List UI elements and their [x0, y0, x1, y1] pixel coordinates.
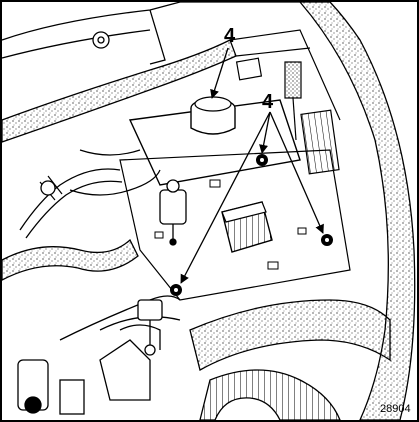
lower-hoses [59, 295, 391, 421]
callout-4-reservoir: 4 [224, 25, 236, 47]
fixing-nut-upper [256, 154, 268, 166]
callout-4-nuts: 4 [262, 91, 274, 113]
ribbed-side-panel [300, 109, 340, 175]
right-stippled-wing-seal [298, 1, 416, 421]
relay-box [221, 201, 273, 253]
connector-block [284, 61, 302, 141]
fixing-nut-right [321, 234, 333, 246]
leader-arrows-nuts [180, 111, 324, 284]
ignition-components [137, 299, 163, 356]
lower-left-connectors [17, 324, 161, 415]
bulkhead-plate [119, 149, 351, 301]
figure-reference-code: 28904 [380, 403, 411, 415]
hood-corner [1, 1, 181, 65]
leader-arrow-reservoir [210, 47, 229, 99]
fixing-nut-lower [170, 284, 182, 296]
solenoid-valve [159, 179, 187, 246]
left-wiring-harness [1, 149, 161, 282]
plate-holes [154, 179, 307, 270]
cowl-panel-lines [180, 1, 341, 121]
